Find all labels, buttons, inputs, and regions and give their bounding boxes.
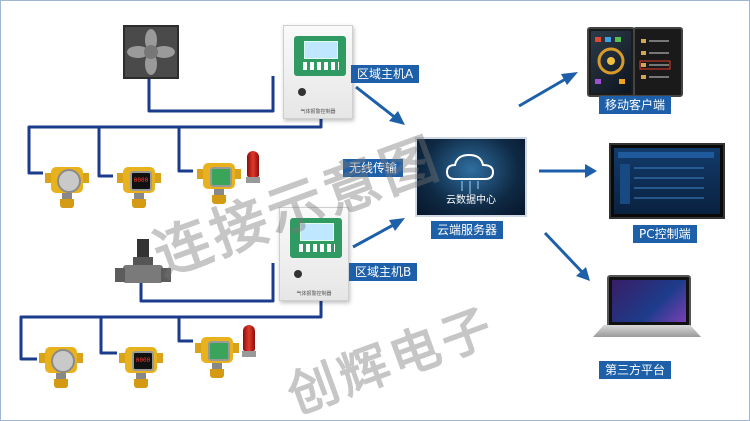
arrow-cloud-mobile <box>561 72 578 85</box>
wireless-label: 无线传输 <box>343 159 404 177</box>
gas-sensor-icon: 0000 <box>117 337 165 391</box>
cloud-server-image: 云数据中心 <box>415 137 527 217</box>
wire-bus-sensor-3 <box>177 127 193 173</box>
host-a-label: 区域主机A <box>351 65 420 83</box>
arrow-host-a-cloud <box>389 111 405 125</box>
sensor-digital-display: 0000 <box>132 351 154 371</box>
wire-host-b-bus <box>19 301 323 361</box>
gas-sensor-icon: 0000 <box>115 157 163 211</box>
gas-sensor-icon <box>43 157 91 211</box>
arrow-cloud-pc <box>585 164 597 178</box>
gas-sensor-icon <box>195 153 243 207</box>
gas-sensor-icon <box>37 337 85 391</box>
gas-sensor-icon <box>193 327 241 381</box>
wire-bus-sensor-5 <box>99 317 117 355</box>
cloud-server-label: 云端服务器 <box>431 221 504 239</box>
phone-icon <box>587 27 635 97</box>
monitor-icon <box>609 143 725 219</box>
mobile-client-label: 移动客户端 <box>599 96 672 114</box>
sensor-digital-display: 0000 <box>130 171 152 191</box>
laptop-icon <box>593 275 701 337</box>
arrow-host-b-cloud <box>389 218 405 231</box>
wire-fan-host-a <box>147 76 275 113</box>
wire-bus-sensor-6 <box>177 317 193 343</box>
third-party-label: 第三方平台 <box>599 361 672 379</box>
phone-icon <box>633 27 683 97</box>
host-a-controller: 气体报警控制器 <box>283 25 353 119</box>
host-b-label: 区域主机B <box>349 263 418 281</box>
fan-icon <box>123 25 179 79</box>
wire-bus-sensor-2 <box>97 127 113 178</box>
cloud-icon <box>445 153 495 194</box>
cloud-center-text: 云数据中心 <box>446 195 496 206</box>
solenoid-valve-icon <box>115 239 171 293</box>
arrow-cloud-third-party <box>576 267 590 281</box>
host-b-controller: 气体报警控制器 <box>279 207 349 301</box>
wire-host-a-bus <box>27 111 323 175</box>
pc-control-label: PC控制端 <box>633 225 697 243</box>
